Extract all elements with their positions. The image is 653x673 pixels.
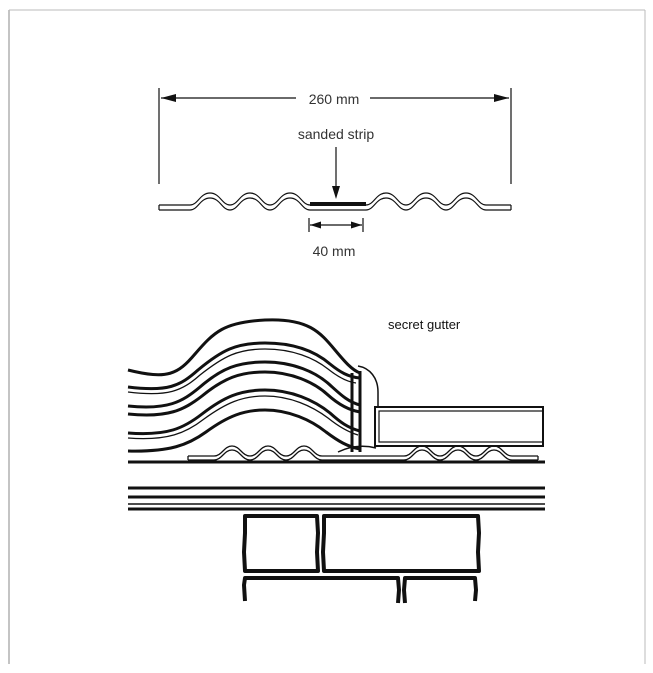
sanded-strip-label: sanded strip	[298, 126, 374, 142]
tile-bottom-base	[127, 408, 361, 453]
strip-width-label: 40 mm	[313, 243, 356, 259]
sanded-strip-band	[310, 202, 366, 206]
tile-top-outer	[127, 318, 361, 377]
roof-tiles	[127, 318, 379, 453]
brick-upper-right	[321, 514, 481, 573]
gutter-strip-lower	[188, 449, 538, 461]
small-arrowhead-left	[310, 221, 321, 229]
substrate-layers	[128, 460, 545, 511]
small-arrowhead-right	[351, 221, 362, 229]
arrowhead-left	[161, 94, 176, 102]
tile-top-lower	[127, 341, 361, 391]
width-label: 260 mm	[309, 91, 360, 107]
flashing-curve	[357, 365, 379, 408]
abutment-board	[374, 406, 544, 447]
tile-bottom-inner	[127, 395, 359, 440]
tile-middle-lower	[127, 370, 361, 417]
abutment-board-outer	[374, 406, 544, 447]
tile-middle-upper	[127, 360, 361, 409]
sanded-strip-arrowhead	[332, 186, 340, 199]
corrugated-strip-lower	[159, 197, 511, 211]
gutter-strip-upper	[188, 445, 538, 457]
brick-upper-left	[242, 514, 320, 573]
width-dimension: 260 mm	[158, 88, 512, 184]
tile-bottom-upper	[127, 388, 361, 436]
secret-gutter-detail: secret gutter	[127, 317, 545, 604]
brickwork	[242, 514, 481, 604]
tile-top-inner	[127, 348, 357, 395]
brick-lower-left	[242, 576, 401, 604]
strip-section-detail: 260 mm sanded strip 40 mm	[158, 88, 512, 259]
brick-lower-right	[402, 576, 478, 604]
secret-gutter-label: secret gutter	[388, 317, 461, 332]
flashing-foot	[337, 445, 377, 453]
abutment-board-inner	[378, 410, 544, 443]
arrowhead-right	[494, 94, 509, 102]
strip-width-dimension: 40 mm	[308, 218, 364, 259]
